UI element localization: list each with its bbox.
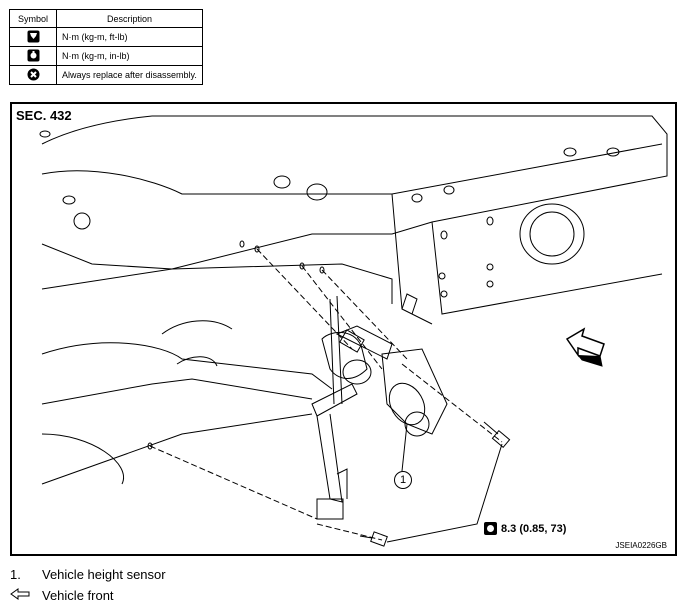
replace-icon bbox=[9, 65, 57, 85]
front-arrow-icon bbox=[10, 588, 42, 603]
illustration-frame: SEC. 432 1 8.3 (0.85, 73) JSEIA0226GB bbox=[10, 102, 677, 556]
note-item: Vehicle front bbox=[10, 585, 166, 606]
note-number: 1. bbox=[10, 567, 21, 582]
note-text: Vehicle front bbox=[42, 588, 114, 603]
vehicle-front-arrow-icon bbox=[565, 327, 605, 367]
callout-number: 1 bbox=[394, 471, 412, 489]
torque-wrench-icon bbox=[9, 27, 57, 47]
bolt-icon bbox=[359, 531, 388, 547]
legend-notes: 1. Vehicle height sensor Vehicle front bbox=[10, 564, 166, 606]
symbol-legend-table: Symbol Description N·m (kg-m, ft-lb) N·m… bbox=[9, 9, 203, 85]
note-item: 1. Vehicle height sensor bbox=[10, 564, 166, 585]
section-label: SEC. 432 bbox=[16, 108, 72, 123]
legend-row: N·m (kg-m, in-lb) bbox=[9, 46, 203, 66]
legend-text: N·m (kg-m, ft-lb) bbox=[56, 27, 203, 47]
legend-header-symbol: Symbol bbox=[9, 9, 57, 28]
legend-text: Always replace after disassembly. bbox=[56, 65, 203, 85]
torque-wrench-icon bbox=[484, 522, 497, 535]
torque-spec-value: 8.3 (0.85, 73) bbox=[501, 522, 567, 535]
torque-spec: 8.3 (0.85, 73) bbox=[484, 522, 566, 535]
vehicle-height-sensor-diagram bbox=[39, 115, 668, 547]
torque-wrench-small-icon bbox=[9, 46, 57, 66]
legend-row: Always replace after disassembly. bbox=[9, 65, 203, 85]
bolt-icon bbox=[483, 421, 511, 449]
legend-header-description: Description bbox=[56, 9, 203, 28]
figure-code: JSEIA0226GB bbox=[615, 541, 667, 550]
note-text: Vehicle height sensor bbox=[42, 567, 166, 582]
legend-text: N·m (kg-m, in-lb) bbox=[56, 46, 203, 66]
legend-row: N·m (kg-m, ft-lb) bbox=[9, 27, 203, 47]
